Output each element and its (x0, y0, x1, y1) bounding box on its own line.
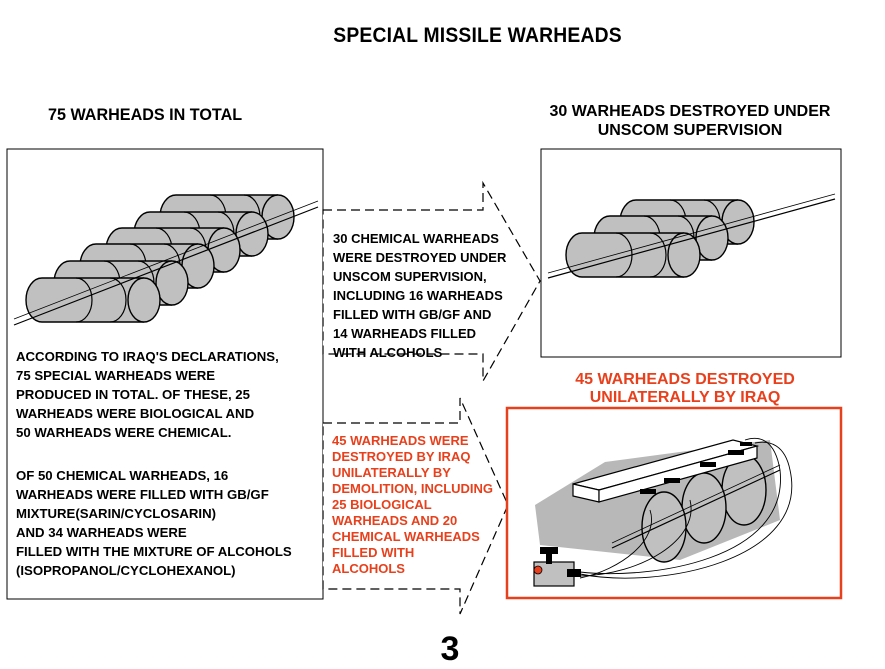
arrow-line: DEMOLITION, INCLUDING (332, 481, 494, 496)
arrow-line: ALCOHOLS (332, 561, 405, 576)
arrow-line: INCLUDING 16 WARHEADS (333, 288, 503, 303)
arrow-line: 45 WARHEADS WERE (332, 433, 469, 448)
arrow-line: UNSCOM SUPERVISION, (333, 269, 487, 284)
right-top-heading: 30 WARHEADS DESTROYED UNDER UNSCOM SUPER… (540, 102, 840, 140)
paragraph-line: 50 WARHEADS WERE CHEMICAL. (16, 425, 232, 440)
right-bottom-heading: 45 WARHEADS DESTROYED UNILATERALLY BY IR… (540, 371, 830, 407)
bottom-arrow (322, 397, 509, 615)
arrow-line: WERE DESTROYED UNDER (333, 250, 507, 265)
bottom-arrow-text: 45 WARHEADS WERE DESTROYED BY IRAQ UNILA… (332, 433, 493, 577)
left-warhead-stack (13, 194, 319, 326)
arrow-line: UNILATERALLY BY (332, 465, 451, 480)
arrow-line: 30 CHEMICAL WARHEADS (333, 231, 499, 246)
arrow-line: FILLED WITH (332, 545, 415, 560)
right-warhead-stack (547, 193, 836, 279)
paragraph-line: OF 50 CHEMICAL WARHEADS, 16 (16, 468, 229, 483)
arrow-line: WARHEADS AND 20 (332, 513, 458, 528)
top-arrow-text: 30 CHEMICAL WARHEADS WERE DESTROYED UNDE… (333, 229, 506, 362)
paragraph-line: PRODUCED IN TOTAL. OF THESE, 25 (16, 387, 250, 402)
paragraph-line: FILLED WITH THE MIXTURE OF ALCOHOLS (16, 544, 292, 559)
paragraph-line: WARHEADS WERE FILLED WITH GB/GF (16, 487, 269, 502)
arrow-line: 14 WARHEADS FILLED (333, 326, 477, 341)
paragraph-line: (ISOPROPANOL/CYCLOHEXANOL) (16, 563, 236, 578)
page-title: SPECIAL MISSILE WARHEADS (333, 24, 622, 47)
paragraph-line: ACCORDING TO IRAQ'S DECLARATIONS, (16, 349, 279, 364)
top-arrow (322, 180, 541, 384)
demolition-drawing (533, 437, 793, 587)
paragraph-line: AND 34 WARHEADS WERE (16, 525, 187, 540)
arrow-line: FILLED WITH GB/GF AND (333, 307, 492, 322)
paragraph-line: MIXTURE(SARIN/CYCLOSARIN) (16, 506, 217, 521)
arrow-line: 25 BIOLOGICAL (332, 497, 432, 512)
right-top-heading-line: UNSCOM SUPERVISION (597, 122, 783, 139)
left-paragraph-chemical: OF 50 CHEMICAL WARHEADS, 16 WARHEADS WER… (16, 466, 292, 580)
arrow-line: CHEMICAL WARHEADS (332, 529, 480, 544)
paragraph-line: WARHEADS WERE BIOLOGICAL AND (16, 406, 255, 421)
paragraph-line: 75 SPECIAL WARHEADS WERE (16, 368, 216, 383)
page-number: 3 (440, 630, 460, 668)
right-bottom-heading-line: UNILATERALLY BY IRAQ (589, 389, 781, 406)
arrow-line: WITH ALCOHOLS (333, 345, 443, 360)
arrow-line: DESTROYED BY IRAQ (332, 449, 471, 464)
left-heading: 75 WARHEADS IN TOTAL (48, 105, 243, 124)
right-bottom-heading-line: 45 WARHEADS DESTROYED (575, 371, 795, 388)
left-paragraph-declarations: ACCORDING TO IRAQ'S DECLARATIONS, 75 SPE… (16, 347, 279, 442)
right-top-heading-line: 30 WARHEADS DESTROYED UNDER (549, 103, 831, 120)
